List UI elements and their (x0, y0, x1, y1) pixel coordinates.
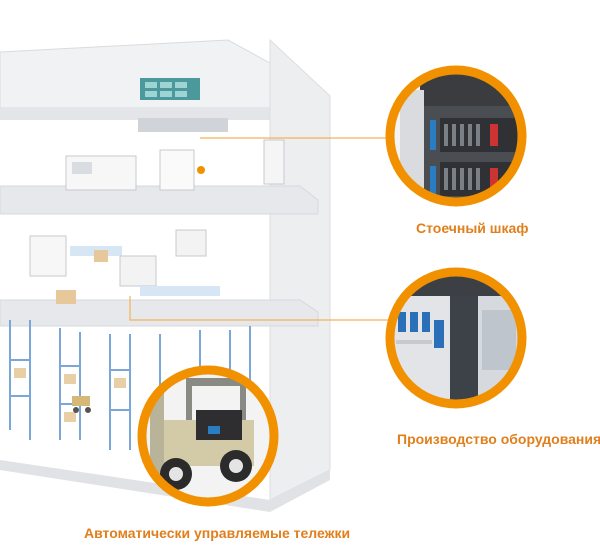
floor1-machines (65, 139, 285, 191)
warehouse-shelves (9, 320, 251, 450)
rack-cabinet-callout (385, 65, 527, 207)
equipment-production-callout (385, 267, 527, 409)
agv-callout (137, 365, 279, 507)
connector-lines (129, 137, 392, 321)
rack-cabinet-caption: Стоечный шкаф (416, 220, 529, 236)
control-room-screens (138, 78, 228, 132)
agv-caption: Автоматически управляемые тележки (84, 525, 351, 541)
equipment-production-caption: Производство оборудования (397, 431, 600, 447)
small-forklift (72, 396, 91, 413)
warehouse-boxes (14, 368, 126, 422)
floor2-conveyors (29, 229, 220, 304)
factory-building (0, 38, 331, 512)
